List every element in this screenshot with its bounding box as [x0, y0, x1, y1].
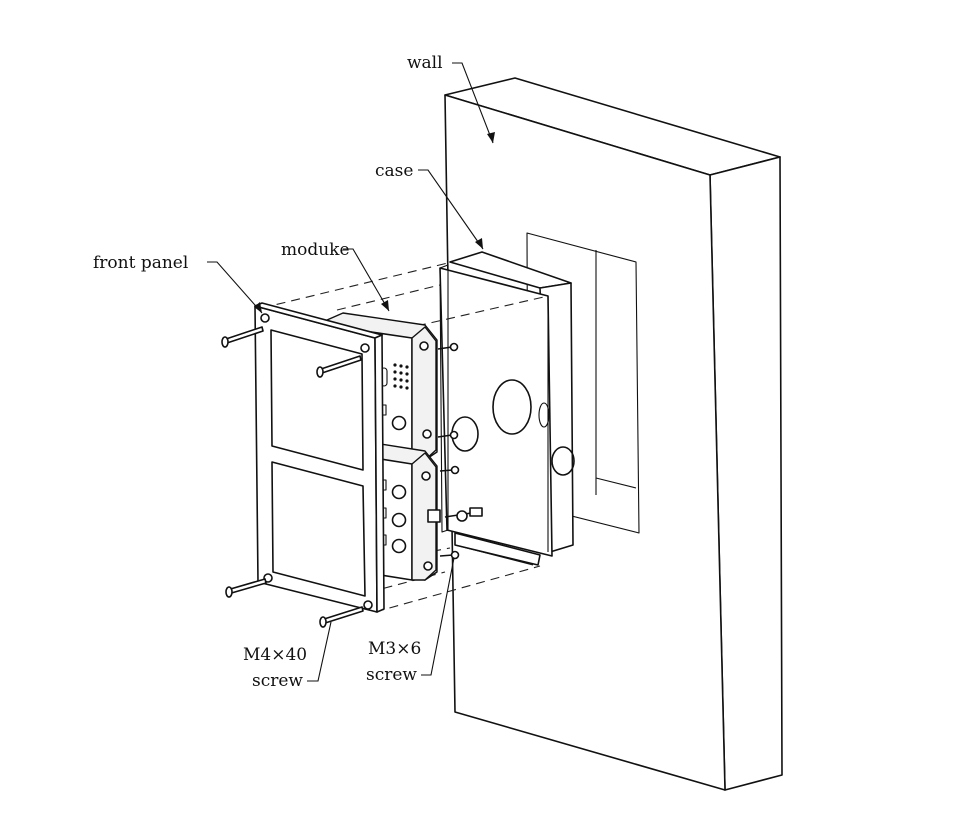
m4-screw-label: screw	[252, 671, 303, 691]
m3-screws	[437, 342, 483, 560]
speaker-grille	[393, 363, 409, 390]
wall-label: wall	[407, 53, 443, 73]
m3-screw-label: screw	[366, 665, 417, 685]
m4-size-label: M4×40	[243, 645, 307, 665]
m4-screw-bottom-right	[319, 606, 364, 628]
m4-screw-top-right	[316, 355, 362, 378]
case-label: case	[375, 161, 413, 181]
m3-size-label: M3×6	[368, 639, 421, 659]
m4-screw-bottom-left	[225, 578, 267, 598]
m4-screw-top-left	[221, 326, 264, 348]
leader-lines	[207, 62, 495, 682]
module-label: moduke	[281, 240, 350, 260]
m4-screws	[221, 326, 364, 628]
case	[439, 251, 575, 566]
front-panel-label: front panel	[93, 253, 188, 273]
front-panel	[254, 302, 385, 613]
